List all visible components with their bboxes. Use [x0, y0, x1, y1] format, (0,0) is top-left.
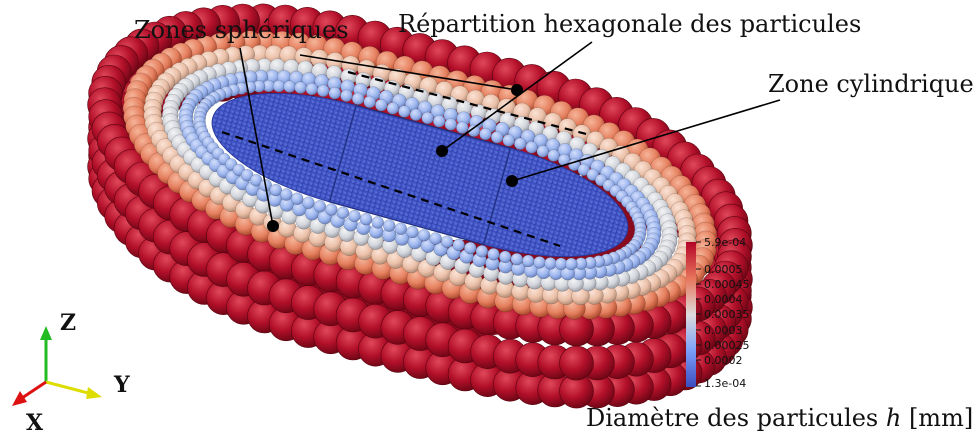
x-axis-arrow: [21, 380, 47, 400]
leader-dot: [436, 145, 448, 157]
light-blue-sphere: [456, 121, 469, 134]
light-blue-sphere: [498, 250, 512, 264]
colorbar-tick-label: 0.0005: [704, 263, 743, 276]
colorbar-gradient: [686, 242, 696, 387]
light-blue-sphere: [336, 206, 350, 220]
light-blue-sphere: [421, 111, 434, 125]
light-blue-sphere: [386, 102, 400, 115]
leader-dot: [506, 175, 518, 187]
leader-line: [441, 41, 593, 152]
hexagonal-core: [211, 93, 629, 257]
light-blue-sphere: [533, 256, 546, 269]
light-blue-sphere: [417, 228, 431, 242]
light-blue-sphere: [525, 141, 538, 154]
annotation-lines: [221, 41, 781, 248]
z-axis-label: Z: [60, 310, 77, 336]
leader-line: [239, 47, 274, 227]
light-blue-sphere: [490, 130, 504, 144]
light-blue-sphere: [305, 82, 319, 96]
light-blue-sphere: [467, 124, 481, 138]
light-blue-sphere: [479, 127, 492, 141]
light-blue-sphere: [487, 248, 500, 261]
light-blue-sphere: [464, 241, 477, 255]
leader-line: [511, 99, 781, 182]
colorbar-max-label: 5.9e-04: [704, 236, 747, 249]
cylindrical-block-outline: [328, 104, 512, 246]
light-blue-sphere: [394, 222, 408, 236]
light-blue-sphere: [313, 200, 327, 213]
colorbar-title-unit: [mm]: [901, 404, 974, 432]
leader-dot: [511, 84, 523, 96]
colorbar-tick-label: 0.0004: [704, 293, 743, 306]
light-blue-sphere: [409, 108, 423, 122]
light-blue-sphere: [432, 114, 446, 128]
light-blue-sphere: [547, 149, 560, 162]
light-blue-sphere: [565, 257, 578, 271]
colorbar: [686, 241, 701, 387]
light-blue-sphere: [440, 235, 454, 248]
light-blue-sphere: [290, 192, 304, 205]
hexagonal-core-group: [211, 93, 629, 257]
light-blue-sphere: [272, 79, 286, 93]
outer-red-sphere: [559, 345, 594, 381]
leader-dot: [267, 220, 279, 232]
light-blue-sphere: [328, 86, 342, 100]
x-axis-label: X: [26, 410, 44, 436]
light-blue-sphere: [269, 183, 283, 197]
z-axis-arrowhead: [40, 326, 52, 340]
light-blue-sphere: [513, 137, 527, 150]
colorbar-tick-label: 0.0003: [704, 324, 743, 337]
colorbar-title-text: Diamètre des particules: [586, 404, 886, 432]
colorbar-tick-label: 0.00035: [704, 308, 750, 321]
light-blue-sphere: [444, 118, 458, 131]
y-axis-arrow: [45, 380, 93, 396]
light-blue-sphere: [452, 238, 465, 252]
label-hexagonal-distribution: Répartition hexagonale des particules: [398, 10, 862, 38]
light-blue-sphere: [363, 95, 376, 109]
light-blue-sphere: [351, 92, 365, 105]
light-blue-sphere: [406, 225, 419, 239]
label-cylindrical-zone: Zone cylindrique: [768, 70, 974, 98]
axes-triad: [12, 326, 102, 406]
y-axis-label: Y: [114, 372, 130, 398]
light-blue-sphere: [280, 188, 293, 201]
light-blue-sphere: [510, 252, 524, 266]
light-blue-sphere: [429, 232, 442, 245]
light-blue-sphere: [249, 174, 263, 187]
light-blue-sphere: [348, 209, 361, 223]
light-blue-sphere: [382, 219, 396, 232]
colorbar-tick-label: 0.0002: [704, 354, 743, 367]
light-blue-sphere: [294, 81, 307, 94]
colorbar-tick-label: 0.00045: [704, 278, 750, 291]
light-blue-sphere: [302, 196, 315, 209]
x-axis-arrowhead: [12, 391, 27, 406]
colorbar-min-label: 1.3e-04: [704, 377, 747, 390]
colorbar-tick-marks: [696, 241, 701, 387]
light-blue-sphere: [502, 134, 515, 147]
light-blue-sphere: [325, 203, 338, 216]
light-blue-sphere: [521, 254, 535, 268]
particle-rings: [87, 3, 753, 409]
light-blue-sphere: [536, 145, 550, 158]
light-blue-sphere: [371, 216, 384, 229]
light-blue-sphere: [340, 89, 353, 102]
colorbar-title-symbol: h: [885, 404, 902, 432]
colorbar-tick-label: 0.00025: [704, 339, 750, 352]
light-blue-sphere: [359, 212, 373, 226]
y-axis-arrowhead: [86, 387, 102, 399]
dashed-boundary-line: [221, 130, 561, 248]
leader-line: [299, 54, 518, 91]
light-blue-sphere: [544, 257, 557, 270]
light-blue-sphere: [283, 80, 296, 93]
light-blue-sphere: [398, 105, 411, 118]
light-blue-sphere: [475, 245, 489, 258]
light-blue-sphere: [316, 84, 330, 98]
light-blue-sphere: [375, 98, 388, 112]
colorbar-title: Diamètre des particules h [mm]: [586, 404, 973, 432]
label-spherical-zones: Zones sphériques: [134, 16, 349, 44]
